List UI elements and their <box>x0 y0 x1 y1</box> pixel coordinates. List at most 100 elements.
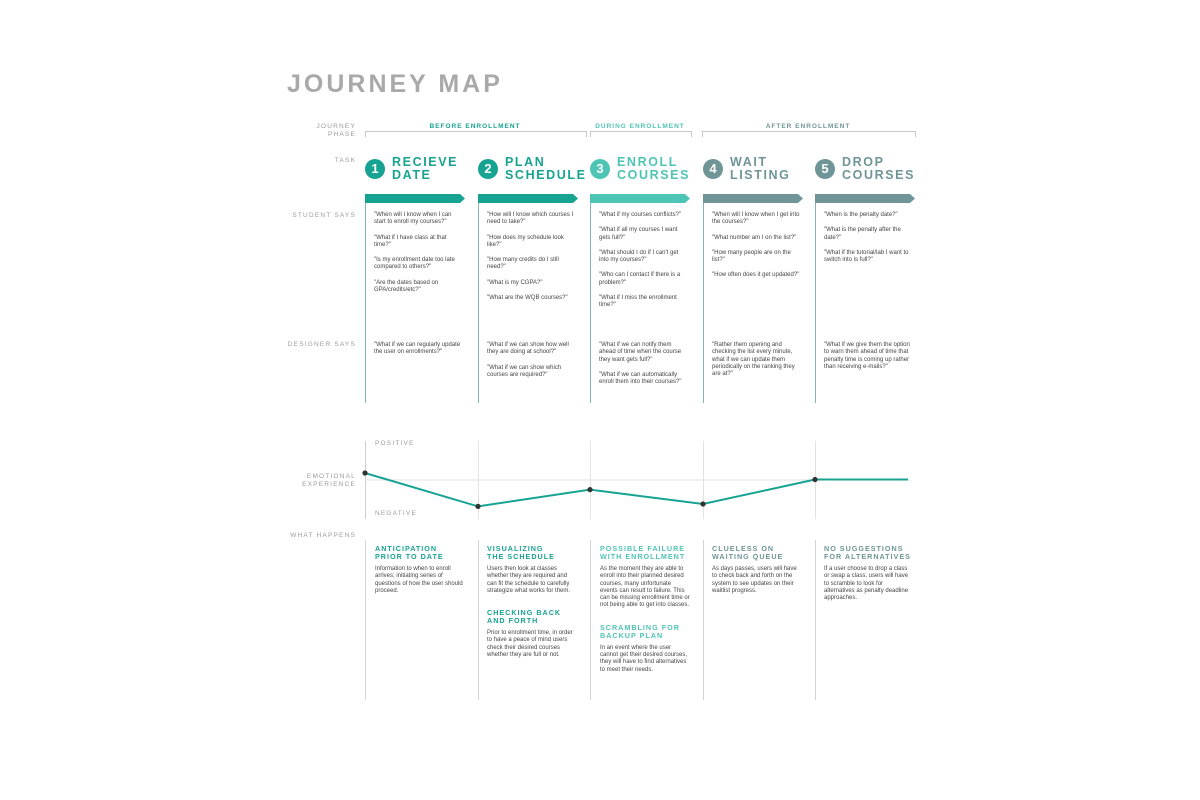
phase-bracket-after <box>702 131 916 137</box>
emotion-point-4 <box>700 501 706 507</box>
column-line-3 <box>590 203 591 403</box>
column-line-5 <box>815 203 816 403</box>
row-label-student-says: STUDENT SAYS <box>292 212 356 219</box>
emotion-point-1 <box>362 470 368 476</box>
quote: "What if I have class at that time?" <box>374 234 447 248</box>
task-number: 1 <box>365 159 385 179</box>
quote: "What is my CGPA?" <box>487 279 543 286</box>
happens-title: CLUELESS ON WAITING QUEUE <box>712 544 784 561</box>
column-line-2 <box>478 203 479 403</box>
happens-body: As the moment they are able to enroll in… <box>600 566 690 609</box>
task-number: 3 <box>590 159 610 179</box>
quote: "What if we can automatically enroll the… <box>599 371 682 386</box>
task-number: 2 <box>478 159 498 179</box>
task-label: PLAN SCHEDULE <box>505 155 587 182</box>
happens-title: VISUALIZING THE SCHEDULE <box>487 544 555 561</box>
quote: "How will I know which courses I need to… <box>487 212 574 226</box>
quote: "What if all my courses I want gets full… <box>599 227 678 241</box>
quote: "What number am I on the list?" <box>712 234 797 241</box>
row-label-emotional-experience: EMOTIONAL EXPERIENCE <box>302 473 356 488</box>
quote: "How many people are on the list?" <box>712 249 791 264</box>
phase-during-enrollment: DURING ENROLLMENT <box>595 123 685 130</box>
what-happens-3: POSSIBLE FAILURE WITH ENROLLMENT As the … <box>600 545 690 688</box>
what-happens-2: VISUALIZING THE SCHEDULE Users then look… <box>487 545 577 673</box>
task-number: 5 <box>815 159 835 179</box>
task-arrow-3 <box>590 194 690 203</box>
quote: "Rather them opening and checking the li… <box>712 342 795 378</box>
row-label-what-happens: WHAT HAPPENS <box>290 532 356 539</box>
emotion-series-line <box>364 472 908 508</box>
happens-body: As days passes, users will have to check… <box>712 566 797 594</box>
designer-says-5: "What if we give them the option to warn… <box>824 342 912 379</box>
happens-title: CHECKING BACK AND FORTH <box>487 608 562 626</box>
happens-body: Prior to enrollment time, in order to ha… <box>487 630 573 659</box>
emotion-negative-label: NEGATIVE <box>375 510 417 517</box>
quote: "What if we can regularly update the use… <box>374 342 461 356</box>
quote: "When is the penalty date?" <box>824 212 898 218</box>
task-label: RECIEVE DATE <box>392 155 459 182</box>
happens-title: ANTICIPATION PRIOR TO DATE <box>375 544 444 561</box>
page-title: JOURNEY MAP <box>287 70 503 98</box>
task-label: ENROLL COURSES <box>617 155 691 182</box>
quote: "What if I miss the enrollment time?" <box>599 295 677 309</box>
what-happens-1: ANTICIPATION PRIOR TO DATE Information t… <box>375 545 465 609</box>
designer-says-3: "What if we can notify them ahead of tim… <box>599 342 687 394</box>
happens-body: Information to when to enroll arrives; i… <box>375 566 463 594</box>
student-says-1: "When will I know when I can start to en… <box>374 212 462 302</box>
task-arrow-1 <box>365 194 465 203</box>
student-says-5: "When is the penalty date?" "What is the… <box>824 212 912 272</box>
quote: "How many credits do I still need?" <box>487 257 559 271</box>
quote: "What if my courses conflicts?" <box>599 212 681 218</box>
emotion-point-5 <box>812 476 818 483</box>
column-line-1 <box>365 203 366 403</box>
task-arrow-5 <box>815 194 915 203</box>
designer-says-1: "What if we can regularly update the use… <box>374 342 462 365</box>
quote: "What if we can show how well they are d… <box>487 342 569 356</box>
row-label-task: TASK <box>334 157 356 164</box>
what-happens-4: CLUELESS ON WAITING QUEUE As days passes… <box>712 545 802 609</box>
emotion-positive-label: POSITIVE <box>375 440 415 447</box>
emotion-point-2 <box>475 503 481 509</box>
designer-says-2: "What if we can show how well they are d… <box>487 342 575 387</box>
happens-line-2 <box>478 540 479 700</box>
task-number: 4 <box>703 159 723 179</box>
student-says-2: "How will I know which courses I need to… <box>487 212 575 310</box>
column-line-4 <box>703 203 704 403</box>
happens-body: Users then look at classes whether they … <box>487 566 571 594</box>
student-says-4: "When will I know when I get into the co… <box>712 212 800 288</box>
happens-line-4 <box>703 540 704 700</box>
phase-bracket-during <box>590 131 692 137</box>
quote: "Is my enrollment date too late compared… <box>374 257 455 271</box>
quote: "What if we give them the option to warn… <box>824 342 910 370</box>
quote: "What if we can notify them ahead of tim… <box>599 342 682 363</box>
phase-bracket-before <box>365 131 587 137</box>
quote: "What if the tutorial/lab I want to swit… <box>824 249 909 264</box>
quote: "When will I know when I can start to en… <box>374 212 452 226</box>
happens-body: If a user choose to drop a class or swap… <box>824 566 909 602</box>
quote: "How does my schedule look like?" <box>487 234 564 248</box>
task-label: WAIT LISTING <box>730 155 791 182</box>
quote: "Who can I contact if there is a problem… <box>599 272 681 286</box>
student-says-3: "What if my courses conflicts?" "What if… <box>599 212 687 318</box>
task-arrow-2 <box>478 194 578 203</box>
quote: "When will I know when I get into the co… <box>712 212 800 226</box>
happens-line-5 <box>815 540 816 700</box>
quote: "What is the penalty after the date?" <box>824 227 901 241</box>
task-arrow-4 <box>703 194 803 203</box>
designer-says-4: "Rather them opening and checking the li… <box>712 342 800 386</box>
row-label-journey-phase: JOURNEY PHASE <box>316 123 356 138</box>
what-happens-5: NO SUGGESTIONS FOR ALTERNATIVES If a use… <box>824 545 914 616</box>
quote: "What are the WQB courses?" <box>487 295 568 302</box>
task-label: DROP COURSES <box>842 155 916 182</box>
phase-after-enrollment: AFTER ENROLLMENT <box>765 123 851 130</box>
quote: "What should I do if I can't get into my… <box>599 249 679 264</box>
quote: "How often does it get updated?" <box>712 272 800 279</box>
happens-title: SCRAMBLING FOR BACKUP PLAN <box>600 622 680 640</box>
happens-title: NO SUGGESTIONS FOR ALTERNATIVES <box>824 544 911 561</box>
emotion-point-3 <box>587 487 593 493</box>
quote: "Are the dates based on GPA/credits/etc?… <box>374 279 439 294</box>
happens-line-1 <box>365 540 366 700</box>
row-label-designer-says: DESIGNER SAYS <box>287 341 356 348</box>
happens-title: POSSIBLE FAILURE WITH ENROLLMENT <box>600 544 686 561</box>
